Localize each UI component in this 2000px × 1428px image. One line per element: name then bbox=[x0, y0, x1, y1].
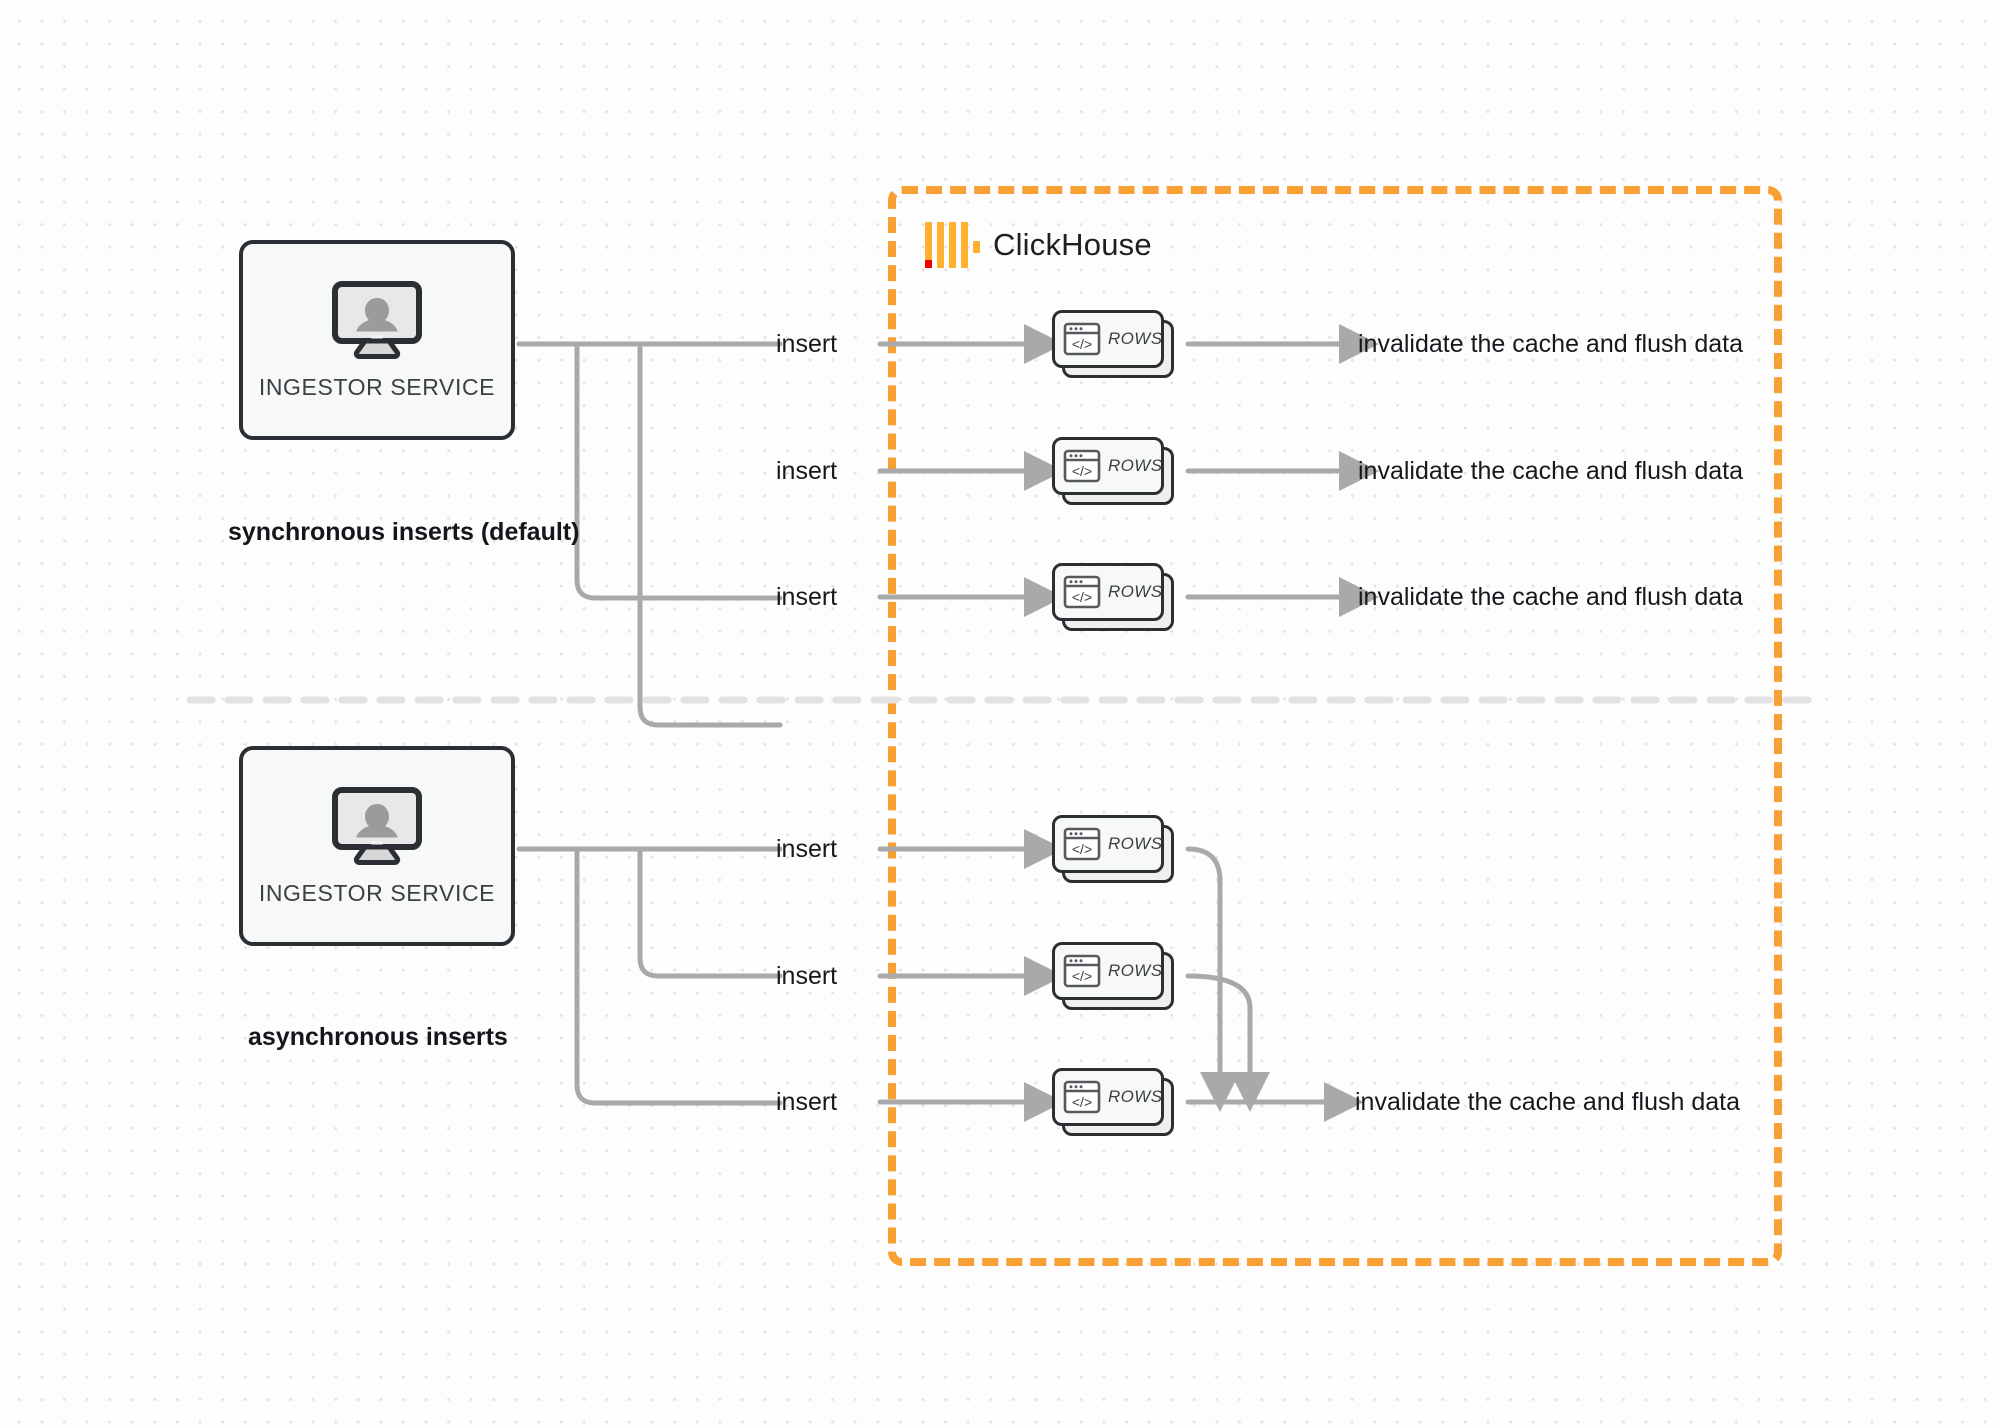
code-window-icon: </> bbox=[1063, 954, 1101, 988]
svg-text:</>: </> bbox=[1072, 968, 1092, 984]
code-window-icon: </> bbox=[1063, 322, 1101, 356]
edge-label-insert-async-2: insert bbox=[776, 962, 838, 990]
rows-card-async-3[interactable]: </> ROWS bbox=[1052, 1068, 1174, 1136]
edge-label-insert-sync-3: insert bbox=[776, 583, 838, 611]
rows-card-front: </> ROWS bbox=[1052, 563, 1164, 621]
edge-label-insert-async-3: insert bbox=[776, 1088, 838, 1116]
rows-card-async-1[interactable]: </> ROWS bbox=[1052, 815, 1174, 883]
rows-card-label: ROWS bbox=[1108, 329, 1163, 348]
rows-card-label: ROWS bbox=[1108, 961, 1163, 980]
caption-asynchronous-inserts: asynchronous inserts bbox=[248, 1023, 508, 1051]
rows-card-front: </> ROWS bbox=[1052, 1068, 1164, 1126]
rows-card-async-2[interactable]: </> ROWS bbox=[1052, 942, 1174, 1010]
clickhouse-brand: ClickHouse bbox=[925, 222, 1152, 268]
rows-card-label: ROWS bbox=[1108, 834, 1163, 853]
code-window-icon: </> bbox=[1063, 1080, 1101, 1114]
edge-label-insert-sync-2: insert bbox=[776, 457, 838, 485]
ingestor-service-label-async: INGESTOR SERVICE bbox=[258, 879, 496, 906]
rows-card-front: </> ROWS bbox=[1052, 815, 1164, 873]
rows-card-label: ROWS bbox=[1108, 456, 1163, 475]
svg-text:</>: </> bbox=[1072, 463, 1092, 479]
caption-synchronous-inserts: synchronous inserts (default) bbox=[228, 518, 580, 546]
ingestor-service-label-sync: INGESTOR SERVICE bbox=[258, 373, 496, 400]
svg-text:</>: </> bbox=[1072, 589, 1092, 605]
rows-card-label: ROWS bbox=[1108, 582, 1163, 601]
output-label-sync-3: invalidate the cache and flush data bbox=[1358, 583, 1743, 611]
rows-card-sync-3[interactable]: </> ROWS bbox=[1052, 563, 1174, 631]
code-window-icon: </> bbox=[1063, 449, 1101, 483]
output-label-sync-1: invalidate the cache and flush data bbox=[1358, 330, 1743, 358]
output-label-sync-2: invalidate the cache and flush data bbox=[1358, 457, 1743, 485]
ingestor-service-async[interactable]: INGESTOR SERVICE bbox=[239, 746, 515, 946]
edge-label-insert-async-1: insert bbox=[776, 835, 838, 863]
monitor-user-icon bbox=[332, 786, 422, 865]
rows-card-front: </> ROWS bbox=[1052, 437, 1164, 495]
ingestor-service-sync[interactable]: INGESTOR SERVICE bbox=[239, 240, 515, 440]
code-window-icon: </> bbox=[1063, 827, 1101, 861]
svg-text:</>: </> bbox=[1072, 336, 1092, 352]
svg-text:</>: </> bbox=[1072, 841, 1092, 857]
rows-card-front: </> ROWS bbox=[1052, 310, 1164, 368]
clickhouse-logo-icon bbox=[925, 222, 980, 268]
rows-card-front: </> ROWS bbox=[1052, 942, 1164, 1000]
code-window-icon: </> bbox=[1063, 575, 1101, 609]
output-label-async-1: invalidate the cache and flush data bbox=[1355, 1088, 1740, 1116]
monitor-user-icon bbox=[332, 280, 422, 359]
rows-card-sync-2[interactable]: </> ROWS bbox=[1052, 437, 1174, 505]
rows-card-sync-1[interactable]: </> ROWS bbox=[1052, 310, 1174, 378]
clickhouse-boundary bbox=[888, 186, 1782, 1266]
svg-text:</>: </> bbox=[1072, 1094, 1092, 1110]
edge-label-insert-sync-1: insert bbox=[776, 330, 838, 358]
rows-card-label: ROWS bbox=[1108, 1087, 1163, 1106]
clickhouse-wordmark: ClickHouse bbox=[993, 227, 1152, 262]
